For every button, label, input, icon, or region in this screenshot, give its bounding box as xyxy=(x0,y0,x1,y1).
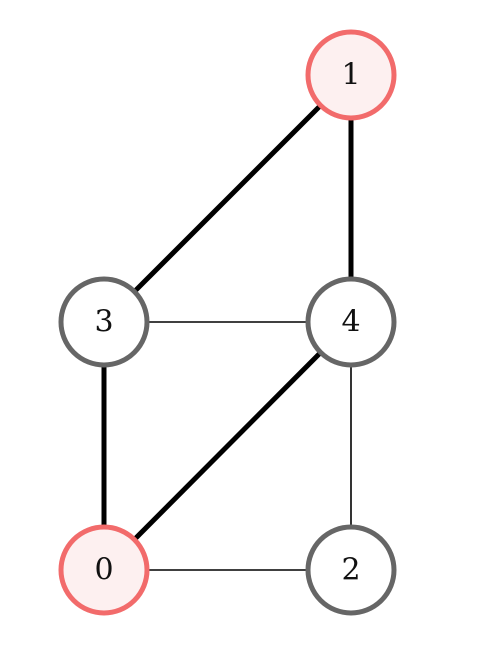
node-label: 2 xyxy=(341,553,360,588)
node-label: 0 xyxy=(94,553,113,588)
node-circle xyxy=(305,524,397,616)
node-2: 2 xyxy=(305,524,397,616)
nodes-layer: 1 3 4 0 2 xyxy=(58,29,397,616)
node-circle xyxy=(58,276,150,368)
node-0: 0 xyxy=(58,524,150,616)
node-3: 3 xyxy=(58,276,150,368)
node-label: 1 xyxy=(341,58,360,93)
node-circle xyxy=(305,276,397,368)
node-circle xyxy=(58,524,150,616)
node-label: 3 xyxy=(94,305,113,340)
edge-n4-n0 xyxy=(102,320,353,572)
node-1: 1 xyxy=(305,29,397,121)
node-label: 4 xyxy=(341,305,360,340)
node-circle xyxy=(305,29,397,121)
edge-n1-n3 xyxy=(102,73,353,324)
node-4: 4 xyxy=(305,276,397,368)
